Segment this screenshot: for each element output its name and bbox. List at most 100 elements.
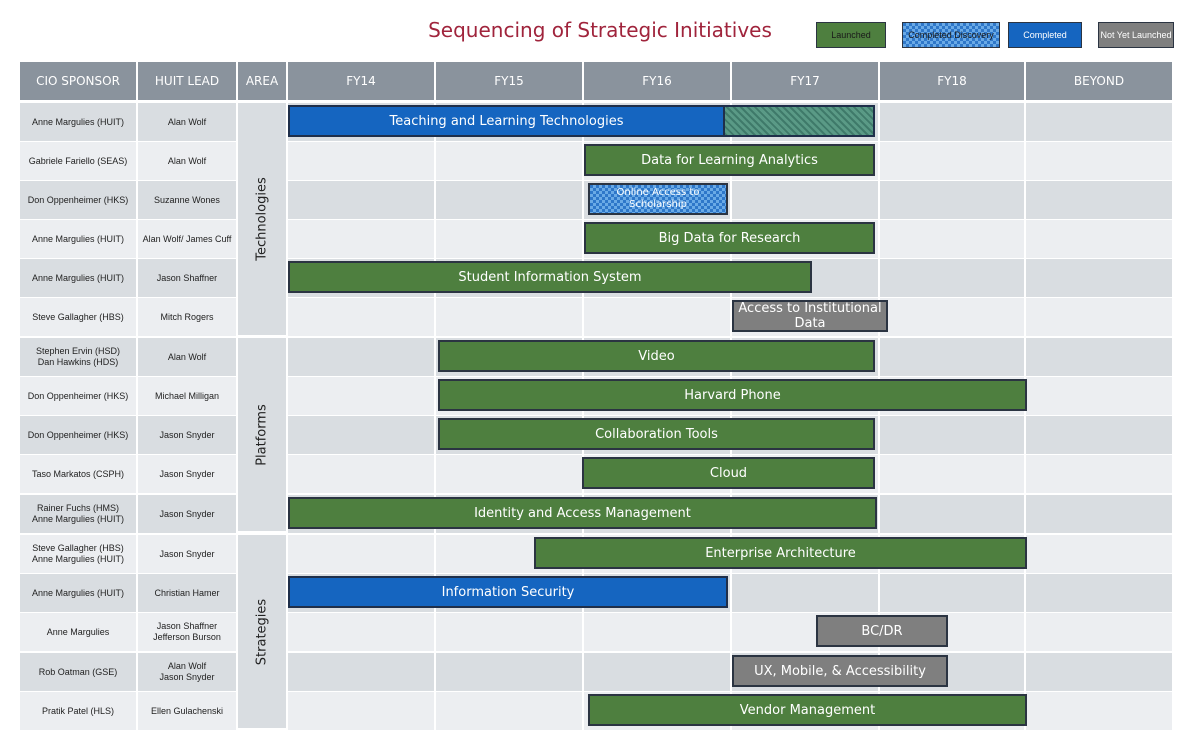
initiative-bar[interactable]: Online Access to Scholarship [588,183,728,215]
lead-cell [138,613,236,651]
timeline-cell [1026,298,1172,336]
timeline-cell [1026,613,1172,651]
lead-cell [138,103,236,141]
area-technologies-label: Technologies [254,177,270,261]
timeline-cell [732,574,878,612]
lead-cell [138,495,236,533]
lead-cell [138,692,236,730]
timeline-cell [880,574,1024,612]
legend-completed: Completed [1008,22,1082,48]
timeline-cell [288,338,434,376]
timeline-cell [880,181,1024,219]
lead-cell [138,338,236,376]
timeline-cell [732,181,878,219]
cio-cell [20,653,136,691]
initiative-bar[interactable]: Harvard Phone [438,379,1027,411]
timeline-cell [1026,377,1172,415]
initiative-bar[interactable]: Teaching and Learning Technologies [288,105,725,137]
timeline-cell [1026,181,1172,219]
cio-cell [20,103,136,141]
initiative-bar[interactable]: Student Information System [288,261,812,293]
timeline-cell [880,416,1024,454]
lead-cell [138,181,236,219]
cio-cell [20,338,136,376]
lead-cell [138,574,236,612]
huit-lead: Jason Snyder [159,429,215,440]
cio-cell [20,495,136,533]
lead-cell [138,259,236,297]
cio-sponsor: Steve Gallagher (HBS) Anne Margulies (HU… [31,543,125,564]
area-platforms-label: Platforms [254,403,270,466]
initiative-bar[interactable]: Access to Institutional Data [732,300,888,332]
huit-lead: Jason Snyder [159,508,215,519]
huit-lead: Ellen Gulachenski [150,705,224,716]
initiative-bar[interactable]: BC/DR [816,615,948,647]
lead-cell [138,535,236,573]
timeline-cell [880,455,1024,493]
initiative-bar[interactable]: Video [438,340,875,372]
cio-sponsor: Taso Markatos (CSPH) [31,468,125,479]
timeline-cell [1026,220,1172,258]
initiative-bar[interactable]: Vendor Management [588,694,1027,726]
timeline-cell [288,416,434,454]
timeline-cell [288,181,434,219]
cio-sponsor: Stephen Ervin (HSD) Dan Hawkins (HDS) [35,346,121,367]
timeline-cell [584,613,730,651]
huit-lead: Christian Hamer [154,587,220,598]
header-fy15: FY15 [436,62,582,100]
initiative-bar[interactable]: Information Security [288,576,728,608]
cio-cell [20,416,136,454]
initiative-bar[interactable]: Cloud [582,457,875,489]
initiative-bar[interactable]: Enterprise Architecture [534,537,1027,569]
timeline-cell [436,220,582,258]
lead-cell [138,142,236,180]
timeline-cell [880,338,1024,376]
timeline-cell [880,298,1024,336]
lead-cell [138,220,236,258]
huit-lead: Jason Snyder [159,548,215,559]
timeline-cell [1026,338,1172,376]
cio-cell [20,574,136,612]
cio-cell [20,692,136,730]
timeline-cell [288,692,434,730]
timeline-cell [288,535,434,573]
cio-sponsor: Anne Margulies [46,626,110,637]
timeline-cell [1026,692,1172,730]
header-cio-sponsor: CIO SPONSOR [20,62,136,100]
timeline-cell [1026,455,1172,493]
timeline-cell [880,220,1024,258]
cio-sponsor: Anne Margulies (HUIT) [31,272,125,283]
timeline-cell [880,259,1024,297]
timeline-cell [1026,653,1172,691]
cio-cell [20,455,136,493]
initiative-bar[interactable]: Big Data for Research [584,222,875,254]
cio-sponsor: Don Oppenheimer (HKS) [27,390,129,401]
header-area: AREA [238,62,286,100]
initiative-bar[interactable]: Data for Learning Analytics [584,144,875,176]
page-title: Sequencing of Strategic Initiatives [428,18,772,42]
initiative-bar[interactable]: UX, Mobile, & Accessibility [732,655,948,687]
cio-cell [20,377,136,415]
timeline-cell [1026,259,1172,297]
initiative-bar[interactable]: Identity and Access Management [288,497,877,529]
timeline-cell [288,298,434,336]
cio-cell [20,181,136,219]
lead-cell [138,298,236,336]
timeline-cell [436,692,582,730]
huit-lead: Alan Wolf [167,155,207,166]
initiative-bar[interactable]: Collaboration Tools [438,418,875,450]
timeline-cell [436,181,582,219]
cio-sponsor: Steve Gallagher (HBS) [32,311,124,322]
huit-lead: Suzanne Wones [154,194,220,205]
huit-lead: Jason Shaffner Jefferson Burson [153,621,221,642]
timeline-cell [436,298,582,336]
cio-sponsor: Anne Margulies (HUIT) [31,587,125,598]
cio-sponsor: Pratik Patel (HLS) [41,705,115,716]
lead-cell [138,416,236,454]
timeline-cell [1026,416,1172,454]
cio-cell [20,535,136,573]
area-strategies: Strategies [238,535,286,728]
cio-sponsor: Anne Margulies (HUIT) [31,233,125,244]
timeline-cell [288,613,434,651]
timeline-cell [436,653,582,691]
